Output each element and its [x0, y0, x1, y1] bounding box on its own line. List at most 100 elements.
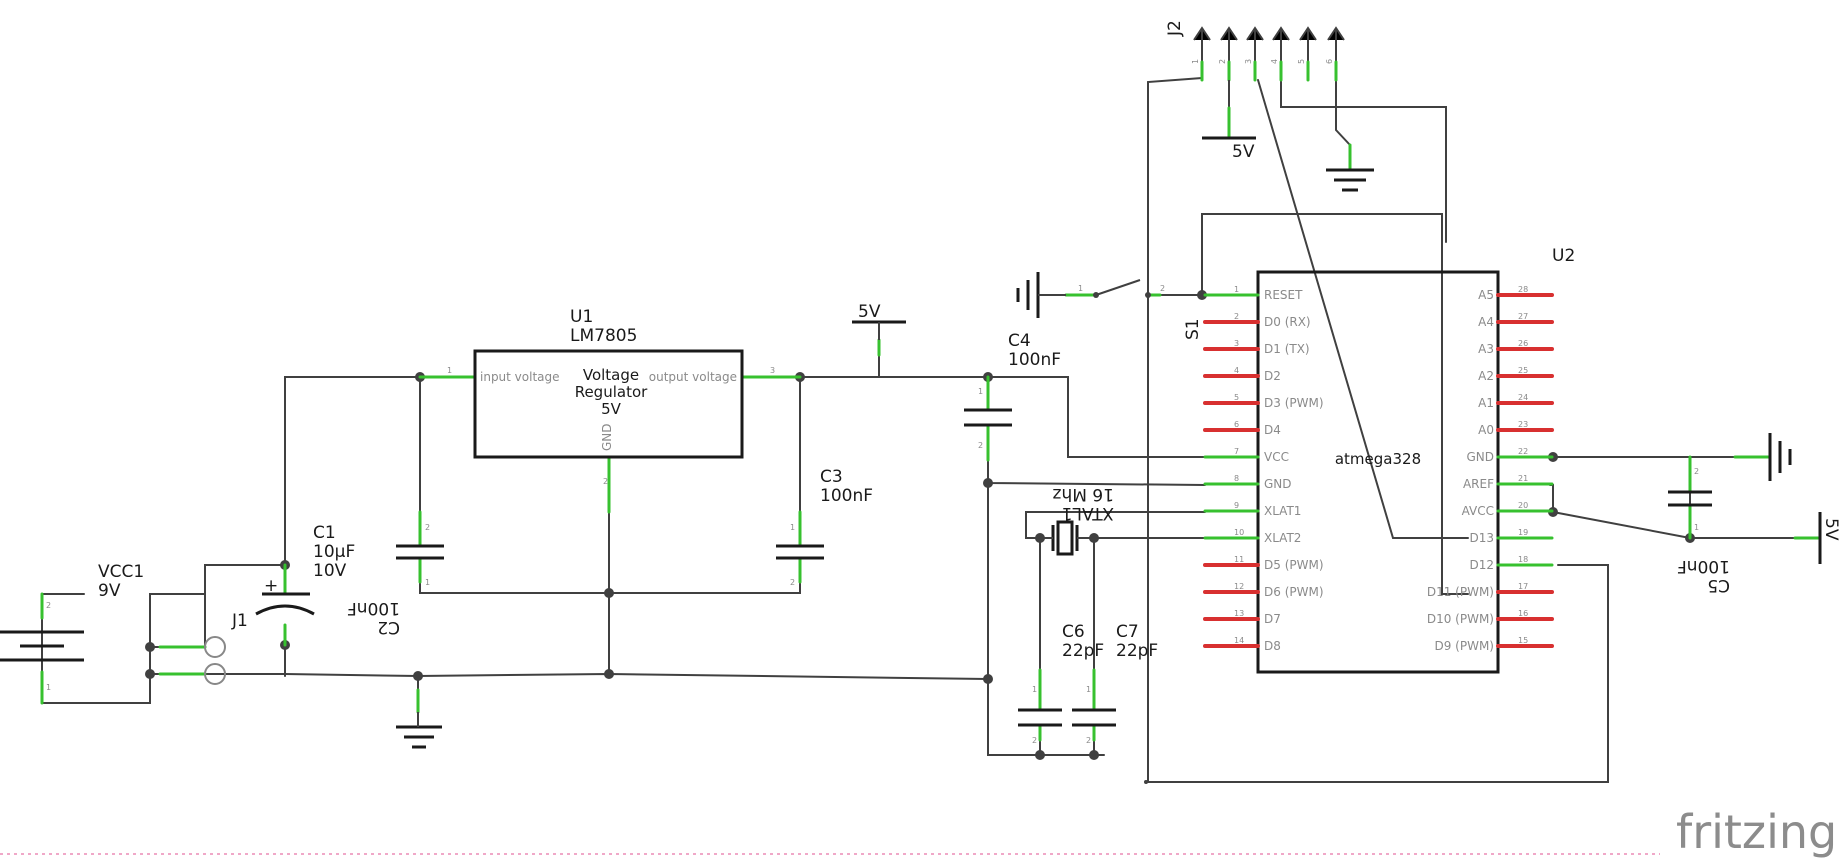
svg-text:2: 2: [978, 441, 983, 450]
crystal-xtal1: XTAL1 16 Mhz: [1040, 484, 1114, 556]
u2-pin-label: D3 (PWM): [1264, 396, 1324, 410]
u2-pin-label: D9 (PWM): [1434, 639, 1494, 653]
u2-part: atmega328: [1335, 450, 1421, 468]
u2-pin-1: 1 RESET: [1203, 285, 1303, 302]
u2-pin-label: D10 (PWM): [1427, 612, 1494, 626]
u2-pin-number: 17: [1518, 582, 1528, 591]
capacitor-c2: 2 1 C2 100nF: [347, 510, 444, 637]
u2-pin-number: 22: [1518, 447, 1528, 456]
c4-value: 100nF: [1008, 350, 1061, 370]
xtal1-ref: XTAL1: [1062, 503, 1114, 523]
u2-pin-number: 28: [1518, 285, 1528, 294]
svg-text:1: 1: [447, 366, 452, 375]
u2-pin-number: 10: [1234, 528, 1244, 537]
u2-pin-label: A5: [1478, 288, 1494, 302]
u2-pin-label: D6 (PWM): [1264, 585, 1324, 599]
svg-text:2: 2: [603, 477, 608, 486]
j2-pin-4: 4: [1270, 59, 1279, 64]
u2-pin-label: D12: [1469, 558, 1494, 572]
u2-pin-number: 25: [1518, 366, 1528, 375]
u2-pin-number: 2: [1234, 312, 1239, 321]
u2-pin-label: GND: [1264, 477, 1292, 491]
u1-desc2: Regulator: [575, 383, 648, 401]
u2-pin-number: 14: [1234, 636, 1244, 645]
svg-text:2: 2: [1032, 736, 1037, 745]
u2-pin-13: 13 D7: [1203, 609, 1281, 626]
regulator-u1: 1 3 2 input voltage output voltage GND V…: [418, 307, 802, 514]
power-5v-right-label: 5V: [1821, 518, 1841, 541]
u2-pin-label: AREF: [1463, 477, 1494, 491]
u2-pin-label: A1: [1478, 396, 1494, 410]
svg-text:2: 2: [1694, 467, 1699, 476]
u1-desc1: Voltage: [583, 366, 639, 384]
u2-pin-number: 4: [1234, 366, 1239, 375]
c7-value: 22pF: [1116, 641, 1158, 661]
c1-ref: C1: [313, 523, 336, 543]
u2-pin-label: D11 (PWM): [1427, 585, 1494, 599]
battery-pin-2: 2: [46, 601, 51, 610]
u1-desc3: 5V: [601, 400, 622, 418]
battery-pin-1: 1: [46, 683, 51, 692]
vcc1-ref: VCC1: [98, 562, 144, 582]
xtal1-value: 16 Mhz: [1053, 484, 1114, 504]
u2-pin-number: 11: [1234, 555, 1244, 564]
u2-pin-label: A4: [1478, 315, 1494, 329]
u1-pin-input: input voltage: [480, 370, 560, 384]
u2-pin-number: 1: [1234, 285, 1239, 294]
j2-pin-2: 2: [1218, 59, 1227, 64]
c4-ref: C4: [1008, 331, 1031, 351]
svg-text:3: 3: [770, 366, 775, 375]
u2-pin-label: XLAT2: [1264, 531, 1301, 545]
c3-ref: C3: [820, 467, 843, 487]
u2-pin-label: GND: [1466, 450, 1494, 464]
u2-pin-label: RESET: [1264, 288, 1303, 302]
c7-ref: C7: [1116, 622, 1139, 642]
u2-pin-label: D1 (TX): [1264, 342, 1310, 356]
svg-text:2: 2: [790, 578, 795, 587]
u2-pin-label: D13: [1469, 531, 1494, 545]
u2-pin-label: D4: [1264, 423, 1281, 437]
u2-pin-number: 24: [1518, 393, 1528, 402]
capacitor-c5: 2 1 C5 100nF: [1668, 455, 1730, 595]
u2-pin-number: 15: [1518, 636, 1528, 645]
u2-right-pins: 28A527A426A325A224A123A022GND21AREF20AVC…: [1427, 285, 1554, 653]
u2-pin-label: D0 (RX): [1264, 315, 1311, 329]
u2-pin-number: 16: [1518, 609, 1528, 618]
svg-text:2: 2: [1160, 284, 1165, 293]
c6-ref: C6: [1062, 622, 1085, 642]
svg-text:1: 1: [1032, 685, 1037, 694]
u2-pin-number: 13: [1234, 609, 1244, 618]
jack-j1: J1: [158, 611, 248, 685]
svg-text:1: 1: [1078, 284, 1083, 293]
j2-pin-1: 1: [1191, 59, 1200, 64]
j2-pin-3: 3: [1244, 59, 1253, 64]
u1-part: LM7805: [570, 326, 637, 346]
u2-pin-number: 20: [1518, 501, 1528, 510]
j2-pin-5: 5: [1297, 59, 1306, 64]
power-5v-top: 5V: [852, 302, 906, 357]
u2-pin-16: 16 D10 (PWM): [1427, 609, 1554, 626]
c6-value: 22pF: [1062, 641, 1104, 661]
j2-ref: J2: [1165, 20, 1185, 37]
u2-pin-label: D7: [1264, 612, 1281, 626]
u2-pin-15: 15 D9 (PWM): [1434, 636, 1554, 653]
u2-pin-number: 23: [1518, 420, 1528, 429]
svg-text:2: 2: [425, 523, 430, 532]
fritzing-logo: fritzing: [1676, 805, 1837, 858]
svg-text:1: 1: [1694, 523, 1699, 532]
